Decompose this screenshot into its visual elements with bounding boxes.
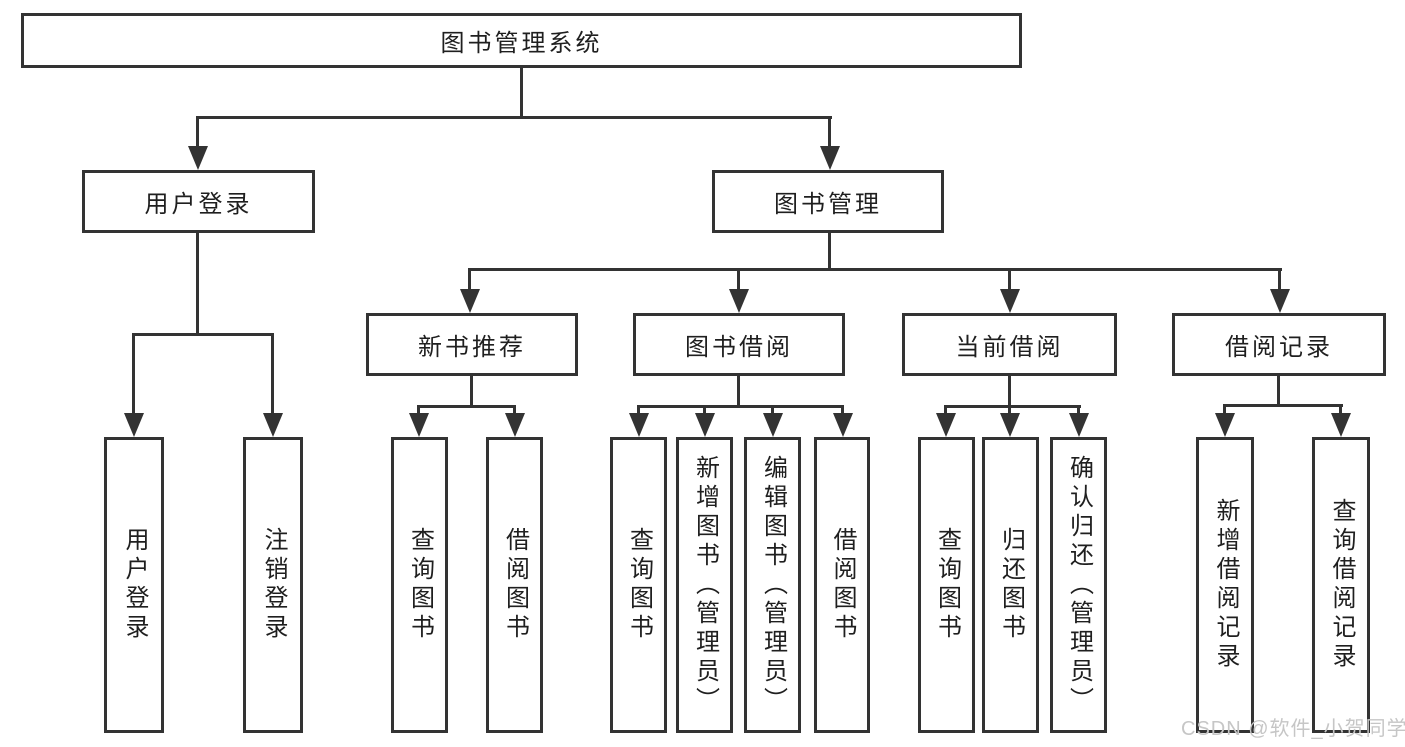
leaf-borrow-borrow-books-label: 借阅图书 xyxy=(829,527,856,643)
leaf-recommend-query-books: 查询图书 xyxy=(391,437,448,733)
leaf-records-add-record: 新增借阅记录 xyxy=(1196,437,1254,733)
connector-vline xyxy=(1278,268,1281,293)
leaf-user-login-label: 用户登录 xyxy=(121,527,148,643)
node-root-label: 图书管理系统 xyxy=(440,30,603,57)
arrowhead-down-icon xyxy=(1270,289,1290,313)
connector-hline xyxy=(417,405,516,408)
connector-vline xyxy=(737,376,740,408)
leaf-records-query-record: 查询借阅记录 xyxy=(1312,437,1370,733)
connector-vline xyxy=(828,233,831,271)
arrowhead-down-icon xyxy=(188,146,208,170)
connector-hline xyxy=(637,405,844,408)
node-book-management-label: 图书管理 xyxy=(774,191,882,218)
connector-vline xyxy=(196,116,199,150)
node-new-book-recommendation: 新书推荐 xyxy=(366,313,578,376)
leaf-recommend-borrow-books: 借阅图书 xyxy=(486,437,543,733)
node-new-book-recommendation-label: 新书推荐 xyxy=(418,334,526,361)
arrowhead-down-icon xyxy=(409,413,429,437)
connector-vline xyxy=(196,233,199,336)
connector-vline xyxy=(1008,405,1011,417)
connector-vline xyxy=(1223,404,1226,417)
arrowhead-down-icon xyxy=(763,413,783,437)
node-book-borrowing: 图书借阅 xyxy=(633,313,845,376)
connector-hline xyxy=(132,333,274,336)
connector-hline xyxy=(1223,404,1343,407)
connector-vline xyxy=(417,405,420,417)
arrowhead-down-icon xyxy=(1000,413,1020,437)
node-current-borrowing: 当前借阅 xyxy=(902,313,1117,376)
arrowhead-down-icon xyxy=(936,413,956,437)
arrowhead-down-icon xyxy=(695,413,715,437)
node-current-borrowing-label: 当前借阅 xyxy=(955,334,1064,361)
leaf-records-query-record-label: 查询借阅记录 xyxy=(1328,498,1355,672)
arrowhead-down-icon xyxy=(124,413,144,437)
arrowhead-down-icon xyxy=(729,289,749,313)
connector-vline xyxy=(271,333,274,417)
node-root: 图书管理系统 xyxy=(21,13,1022,68)
node-book-management: 图书管理 xyxy=(712,170,944,233)
arrowhead-down-icon xyxy=(263,413,283,437)
node-user-login-label: 用户登录 xyxy=(144,191,253,218)
leaf-recommend-query-books-label: 查询图书 xyxy=(406,527,434,643)
node-borrowing-records-label: 借阅记录 xyxy=(1225,334,1333,361)
connector-hline xyxy=(468,268,1282,271)
leaf-logout: 注销登录 xyxy=(243,437,303,733)
connector-vline xyxy=(841,405,844,417)
arrowhead-down-icon xyxy=(820,146,840,170)
leaf-current-return-books-label: 归还图书 xyxy=(997,527,1025,643)
arrowhead-down-icon xyxy=(505,413,525,437)
connector-vline xyxy=(1077,405,1080,417)
connector-vline xyxy=(1008,376,1011,408)
connector-vline xyxy=(828,116,831,150)
connector-vline xyxy=(737,268,740,293)
connector-vline xyxy=(1008,268,1011,293)
connector-vline xyxy=(468,268,471,293)
leaf-current-return-books: 归还图书 xyxy=(982,437,1039,733)
leaf-borrow-query-books: 查询图书 xyxy=(610,437,667,733)
leaf-current-confirm-return-admin: 确认归还（管理员） xyxy=(1050,437,1107,733)
arrowhead-down-icon xyxy=(833,413,853,437)
leaf-borrow-add-books-admin-label: 新增图书（管理员） xyxy=(691,454,719,716)
arrowhead-down-icon xyxy=(1069,413,1089,437)
leaf-borrow-add-books-admin: 新增图书（管理员） xyxy=(676,437,733,733)
connector-vline xyxy=(703,405,706,417)
leaf-borrow-edit-books-admin-label: 编辑图书（管理员） xyxy=(759,454,787,716)
node-user-login: 用户登录 xyxy=(82,170,315,233)
connector-vline xyxy=(944,405,947,417)
node-book-borrowing-label: 图书借阅 xyxy=(685,334,793,361)
leaf-user-login: 用户登录 xyxy=(104,437,164,733)
watermark: CSDN @软件_小贺同学 xyxy=(1181,718,1405,740)
connector-vline xyxy=(513,405,516,417)
connector-vline xyxy=(1339,404,1342,417)
connector-hline xyxy=(944,405,1081,408)
connector-hline xyxy=(196,116,832,119)
leaf-recommend-borrow-books-label: 借阅图书 xyxy=(501,527,529,643)
connector-vline xyxy=(1277,376,1280,407)
arrowhead-down-icon xyxy=(1331,413,1351,437)
leaf-borrow-edit-books-admin: 编辑图书（管理员） xyxy=(744,437,801,733)
connector-vline xyxy=(470,376,473,408)
arrowhead-down-icon xyxy=(629,413,649,437)
node-borrowing-records: 借阅记录 xyxy=(1172,313,1386,376)
leaf-logout-label: 注销登录 xyxy=(260,527,287,643)
connector-vline xyxy=(771,405,774,417)
connector-vline xyxy=(520,68,523,118)
leaf-borrow-query-books-label: 查询图书 xyxy=(625,527,653,643)
leaf-current-confirm-return-admin-label: 确认归还（管理员） xyxy=(1065,454,1093,716)
arrowhead-down-icon xyxy=(1000,289,1020,313)
arrowhead-down-icon xyxy=(1215,413,1235,437)
arrowhead-down-icon xyxy=(460,289,480,313)
leaf-records-add-record-label: 新增借阅记录 xyxy=(1212,498,1239,672)
connector-vline xyxy=(637,405,640,417)
leaf-borrow-borrow-books: 借阅图书 xyxy=(814,437,870,733)
leaf-current-query-books: 查询图书 xyxy=(918,437,975,733)
leaf-current-query-books-label: 查询图书 xyxy=(933,527,961,643)
connector-vline xyxy=(132,333,135,417)
